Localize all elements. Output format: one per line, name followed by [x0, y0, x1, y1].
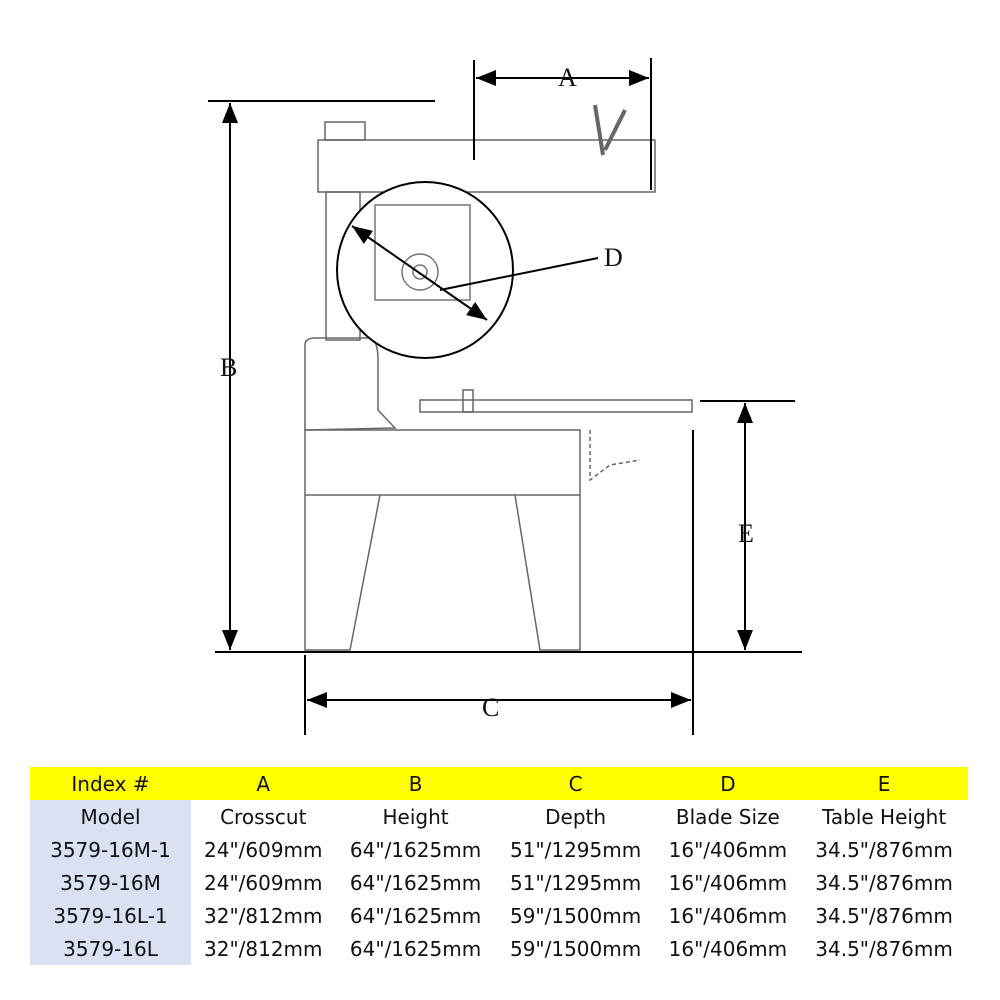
- table-row: 3579-16L-1 32"/812mm 64"/1625mm 59"/1500…: [30, 899, 968, 932]
- table-cell: 32"/812mm: [204, 903, 323, 928]
- crank-handle: [589, 430, 641, 482]
- header-cell: C: [495, 767, 656, 800]
- dimension-d-leader: [439, 257, 599, 291]
- header-cell: E: [800, 767, 968, 800]
- table-cell: 34.5"/876mm: [815, 936, 953, 961]
- table-cell: 64"/1625mm: [349, 870, 482, 895]
- arm-lock-handles: [593, 104, 627, 156]
- table-cell: 51"/1295mm: [509, 837, 642, 862]
- table-cell: 34.5"/876mm: [815, 903, 953, 928]
- table-row: 3579-16M-1 24"/609mm 64"/1625mm 51"/1295…: [30, 833, 968, 866]
- fence: [462, 389, 474, 413]
- subheader-cell: Blade Size: [675, 804, 780, 829]
- label-a: A: [558, 63, 577, 92]
- table-cell: 64"/1625mm: [349, 837, 482, 862]
- table-cell: 32"/812mm: [204, 936, 323, 961]
- label-d: D: [604, 243, 623, 272]
- table-cell: 34.5"/876mm: [815, 870, 953, 895]
- table-cell: 51"/1295mm: [509, 870, 642, 895]
- cabinet: [304, 429, 581, 496]
- table-cell: 16"/406mm: [668, 936, 788, 961]
- model-cell: 3579-16M-1: [30, 833, 191, 866]
- subheader-cell: Table Height: [821, 804, 947, 829]
- subheader-cell: Crosscut: [220, 804, 307, 829]
- saw-body: [304, 104, 693, 651]
- label-b: B: [220, 353, 237, 382]
- saw-table: [419, 399, 693, 413]
- table-cell: 24"/609mm: [204, 870, 323, 895]
- table-cell: 16"/406mm: [668, 837, 788, 862]
- label-e: E: [738, 519, 754, 548]
- table-cell: 64"/1625mm: [349, 936, 482, 961]
- table-row: 3579-16L 32"/812mm 64"/1625mm 59"/1500mm…: [30, 932, 968, 965]
- model-cell: 3579-16M: [30, 866, 191, 899]
- left-leg: [304, 494, 381, 651]
- subheader-row: Model Crosscut Height Depth Blade Size T…: [30, 800, 968, 833]
- dimension-lines: [208, 58, 802, 735]
- table-row: 3579-16M 24"/609mm 64"/1625mm 51"/1295mm…: [30, 866, 968, 899]
- header-cell: B: [335, 767, 496, 800]
- table-cell: 24"/609mm: [204, 837, 323, 862]
- table-cell: 64"/1625mm: [349, 903, 482, 928]
- table-cell: 59"/1500mm: [509, 936, 642, 961]
- specifications-table: Index # A B C D E Model Crosscut Height …: [30, 767, 968, 965]
- column-base: [304, 337, 397, 431]
- index-header-row: Index # A B C D E: [30, 767, 968, 800]
- arm-cap: [324, 121, 366, 141]
- table-cell: 34.5"/876mm: [815, 837, 953, 862]
- model-cell: 3579-16L: [30, 932, 191, 965]
- table-cell: 59"/1500mm: [509, 903, 642, 928]
- header-cell: Index #: [30, 767, 191, 800]
- header-cell: A: [191, 767, 336, 800]
- subheader-cell: Height: [382, 804, 449, 829]
- table-cell: 16"/406mm: [668, 903, 788, 928]
- radial-arm-saw-diagram: A B C D E: [208, 58, 802, 735]
- subheader-cell: Depth: [545, 804, 607, 829]
- model-cell: 3579-16L-1: [30, 899, 191, 932]
- right-leg: [514, 494, 581, 651]
- label-c: C: [482, 693, 499, 722]
- dimension-d-arrow: [351, 225, 488, 321]
- blade-detail: [336, 181, 514, 359]
- table-cell: 16"/406mm: [668, 870, 788, 895]
- header-cell: D: [655, 767, 801, 800]
- subheader-cell: Model: [30, 800, 191, 833]
- saw-arm: [317, 139, 656, 193]
- blade-circle: [336, 181, 514, 359]
